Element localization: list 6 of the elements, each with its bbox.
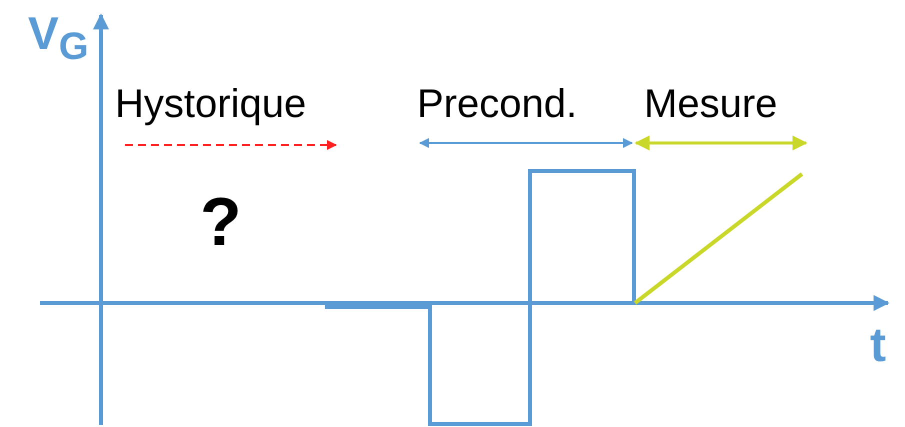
axis-label: t xyxy=(870,322,886,370)
phase-label: Mesure xyxy=(644,84,778,124)
phase-label: Hystorique xyxy=(115,84,306,124)
axis-label: V$_{G}$ xyxy=(28,10,89,67)
phase-label: Precond. xyxy=(417,84,578,124)
question-mark: ? xyxy=(200,188,242,256)
